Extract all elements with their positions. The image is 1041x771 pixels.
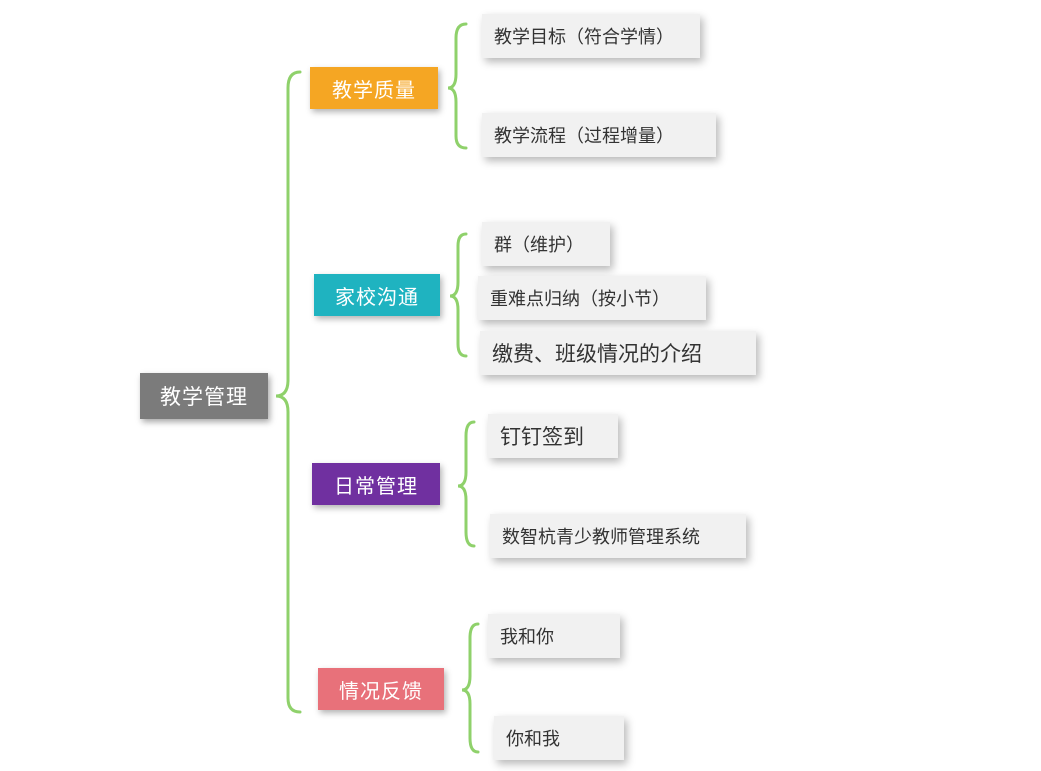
leaf-teaching-goal[interactable]: 教学目标（符合学情） — [482, 14, 700, 58]
cat1-bracket — [447, 22, 468, 150]
root-node[interactable]: 教学管理 — [140, 373, 268, 419]
leaf-key-points[interactable]: 重难点归纳（按小节） — [478, 276, 706, 320]
cat4-bracket — [461, 622, 480, 754]
leaf-me-and-you[interactable]: 我和你 — [488, 614, 620, 658]
leaf-teaching-process[interactable]: 教学流程（过程增量） — [482, 113, 716, 157]
category-daily-management[interactable]: 日常管理 — [312, 463, 440, 505]
leaf-you-and-me[interactable]: 你和我 — [494, 716, 624, 760]
root-bracket — [275, 70, 302, 714]
leaf-teacher-system[interactable]: 数智杭青少教师管理系统 — [490, 514, 746, 558]
cat2-bracket — [449, 232, 468, 358]
category-feedback[interactable]: 情况反馈 — [318, 668, 444, 710]
cat3-bracket — [457, 420, 476, 548]
leaf-fees-class-info[interactable]: 缴费、班级情况的介绍 — [480, 331, 756, 375]
category-teaching-quality[interactable]: 教学质量 — [310, 67, 438, 109]
leaf-dingtalk-checkin[interactable]: 钉钉签到 — [488, 414, 618, 458]
leaf-group[interactable]: 群（维护） — [482, 222, 610, 266]
category-home-school[interactable]: 家校沟通 — [314, 274, 440, 316]
